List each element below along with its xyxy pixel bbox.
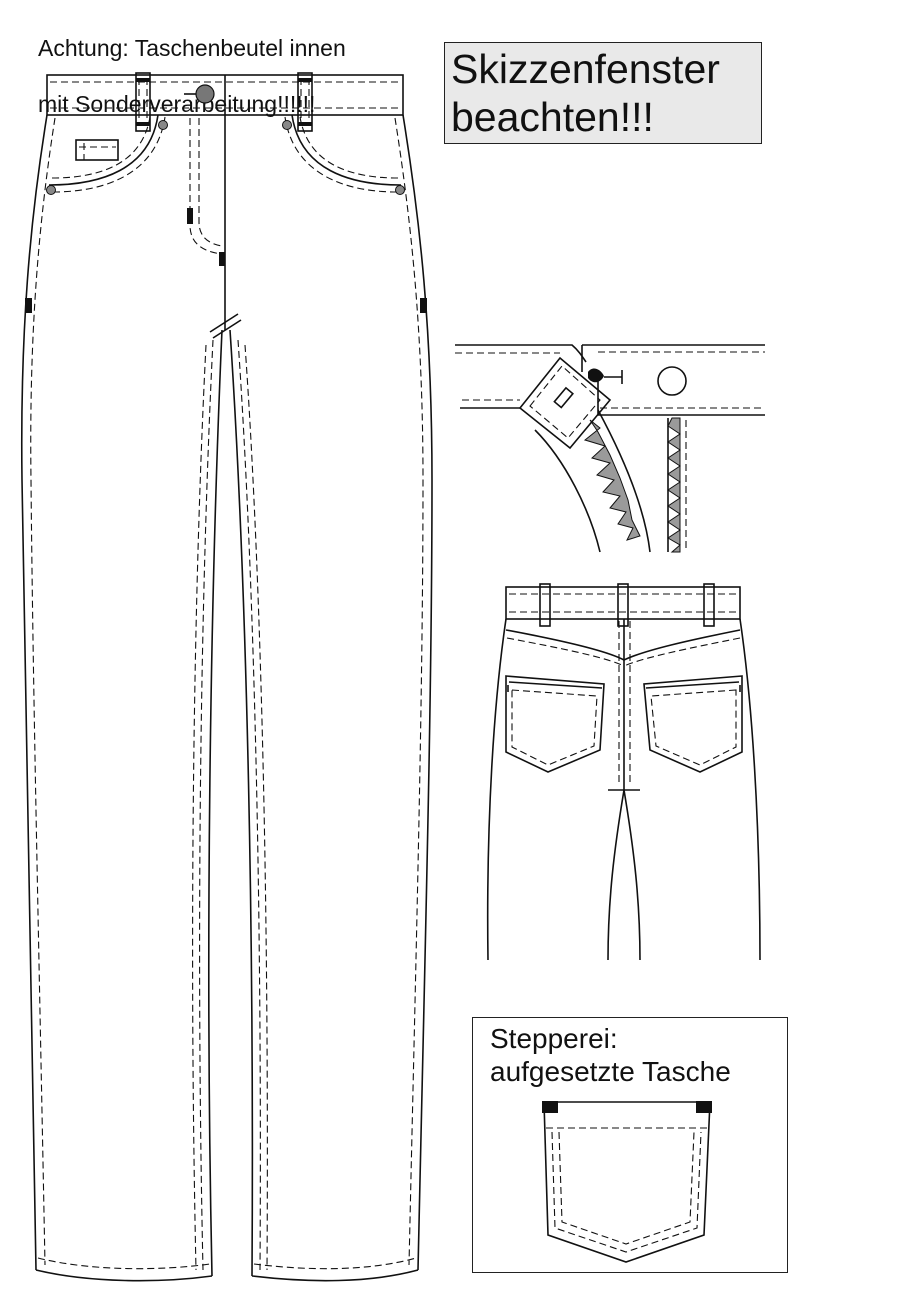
warning-note-line-2: mit Sonderverarbeitung!!!!!!	[38, 91, 316, 117]
zipper-teeth	[583, 419, 641, 541]
belt-loop	[703, 583, 715, 627]
front-view-jeans	[20, 72, 433, 1282]
detail-title-line-1: Stepperei:	[490, 1023, 618, 1054]
back-waistband	[505, 586, 741, 620]
right-outseam	[402, 114, 433, 1271]
belt-loop	[617, 583, 629, 627]
callout-line-1: Skizzenfenster	[451, 46, 720, 92]
patch-pocket	[543, 1101, 711, 1263]
back-right-side	[739, 618, 761, 961]
sketch-window-callout: Skizzenfenster beachten!!!	[444, 42, 762, 144]
right-front-pocket	[291, 114, 402, 186]
back-left-side	[486, 618, 507, 961]
patch-pocket-detail	[542, 1101, 712, 1263]
rivet	[282, 120, 292, 130]
rivet	[395, 185, 405, 195]
right-inseam	[229, 329, 254, 1277]
back-view-jeans	[486, 583, 761, 961]
detail-title-line-2: aufgesetzte Tasche	[490, 1056, 731, 1087]
rivet	[158, 120, 168, 130]
belt-loop	[135, 72, 151, 132]
warning-note: Achtung: Taschenbeutel innen mit Sonderv…	[38, 6, 346, 146]
belt-loop	[297, 72, 313, 132]
left-hem	[35, 1269, 213, 1282]
belt-loop	[539, 583, 551, 627]
fly-detail-view	[455, 344, 765, 553]
zipper-teeth	[667, 417, 681, 553]
callout-line-2: beachten!!!	[451, 94, 654, 140]
right-hem	[251, 1269, 419, 1282]
left-inseam	[208, 329, 223, 1277]
waistband-button	[195, 84, 215, 104]
detail-box-title: Stepperei: aufgesetzte Tasche	[490, 1022, 731, 1088]
stitching-detail-box: Stepperei: aufgesetzte Tasche	[472, 1017, 788, 1273]
left-front-pocket	[48, 114, 159, 186]
rivet	[46, 185, 56, 195]
bartack	[542, 1101, 558, 1113]
back-pocket-left	[505, 675, 605, 773]
back-pocket-right	[643, 675, 743, 773]
warning-note-line-1: Achtung: Taschenbeutel innen	[38, 35, 346, 61]
button-hole-circle	[657, 366, 687, 396]
coin-pocket	[75, 139, 119, 161]
left-outseam	[20, 114, 48, 1271]
bartack	[696, 1101, 712, 1113]
